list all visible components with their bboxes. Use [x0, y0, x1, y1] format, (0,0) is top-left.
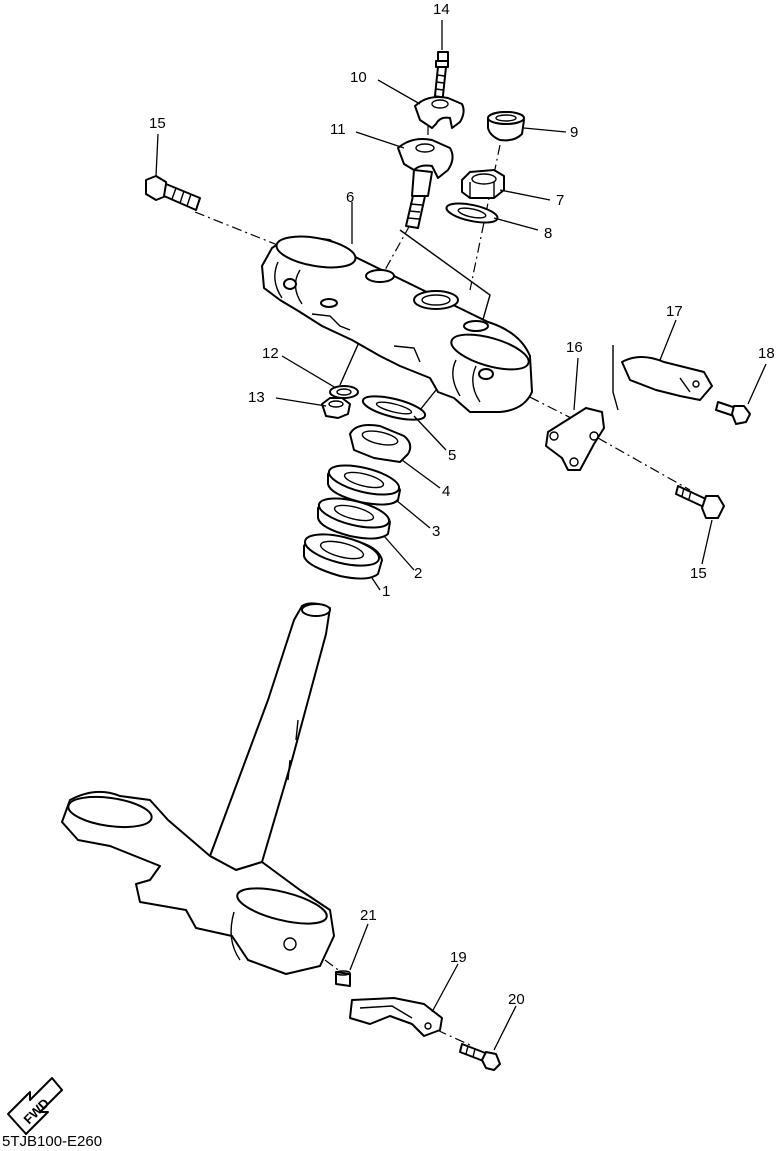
- part-8-washer[interactable]: [445, 200, 499, 226]
- callout-15-left: 15: [149, 115, 166, 132]
- part-9-cap[interactable]: [487, 111, 525, 142]
- part-15-bolt-right[interactable]: [675, 485, 725, 519]
- part-1-bearing[interactable]: [302, 528, 383, 580]
- callout-11: 11: [330, 121, 346, 138]
- callout-7: 7: [556, 192, 564, 209]
- callout-13: 13: [248, 389, 265, 406]
- callout-19: 19: [450, 949, 467, 966]
- callout-5: 5: [448, 447, 456, 464]
- part-2-bearing[interactable]: [316, 493, 392, 540]
- part-3-seal[interactable]: [326, 460, 402, 506]
- part-19-guide[interactable]: [349, 997, 443, 1037]
- part-7-nut[interactable]: [461, 169, 505, 199]
- part-12-washer[interactable]: [329, 385, 359, 399]
- callout-10: 10: [350, 69, 367, 86]
- part-20-bolt[interactable]: [459, 1043, 501, 1071]
- callout-15-right: 15: [690, 565, 707, 582]
- part-4-ring-nut[interactable]: [349, 424, 412, 463]
- part-6-upper-bracket[interactable]: [261, 231, 533, 413]
- callout-9: 9: [570, 124, 578, 141]
- part-17-cover[interactable]: [621, 356, 713, 401]
- diagram-code: 5TJB100-E260: [2, 1133, 102, 1150]
- callout-3: 3: [432, 523, 440, 540]
- callout-21: 21: [360, 907, 377, 924]
- part-13-nut[interactable]: [321, 397, 351, 419]
- callout-6: 6: [346, 189, 354, 206]
- callout-8: 8: [544, 225, 552, 242]
- part-18-bolt[interactable]: [715, 401, 751, 425]
- callout-17: 17: [666, 303, 683, 320]
- callout-2: 2: [414, 565, 422, 582]
- callout-leaders: [155, 20, 767, 1051]
- callout-20: 20: [508, 991, 525, 1008]
- steering-stem[interactable]: [61, 602, 335, 975]
- part-11-holder-lower[interactable]: [397, 138, 454, 229]
- fwd-arrow-icon: FWD: [7, 1077, 63, 1135]
- callout-labels: 14 10 11 9 7 8 15 6 12 13 5 4 3 2 1 16 1…: [149, 1, 775, 1008]
- part-5-washer[interactable]: [361, 392, 427, 425]
- callout-18: 18: [758, 345, 775, 362]
- part-10-holder-upper[interactable]: [414, 96, 465, 129]
- callout-14: 14: [433, 1, 450, 18]
- part-15-bolt-left[interactable]: [145, 175, 201, 211]
- part-16-stay[interactable]: [545, 407, 605, 471]
- callout-1: 1: [382, 583, 390, 600]
- part-14-bolt[interactable]: [433, 51, 449, 106]
- callout-4: 4: [442, 483, 450, 500]
- part-21-bolt[interactable]: [335, 970, 351, 987]
- callout-12: 12: [262, 345, 279, 362]
- callout-16: 16: [566, 339, 583, 356]
